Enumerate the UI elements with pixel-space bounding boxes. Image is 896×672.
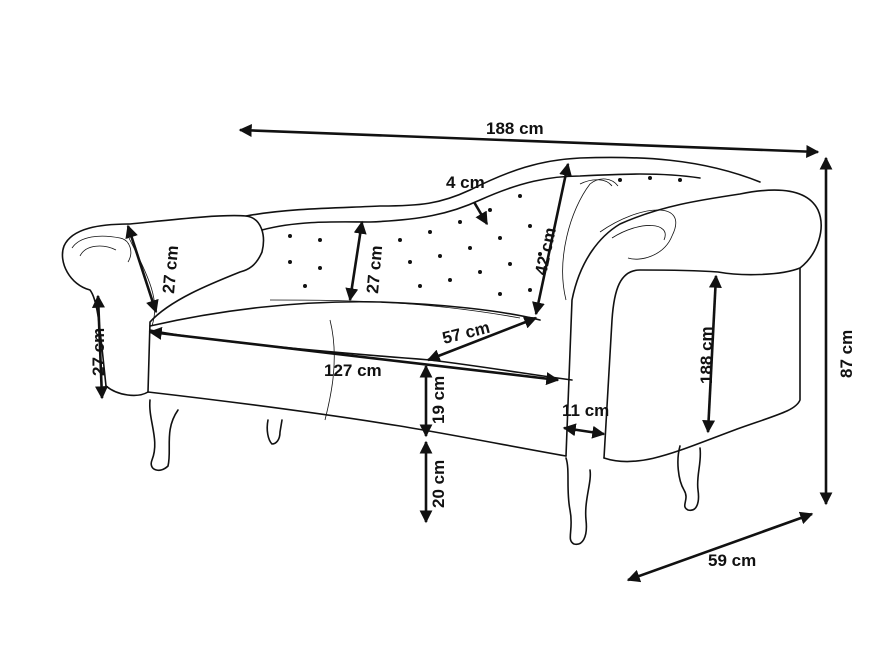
arrow-back-height-right [532, 162, 572, 316]
tufting-buttons [288, 176, 682, 296]
label-seat-thickness: 19 cm [429, 376, 448, 424]
arrow-depth [626, 511, 814, 583]
label-leg-height: 20 cm [429, 460, 448, 508]
label-total-height: 87 cm [837, 330, 856, 378]
label-arm-length-right: 188 cm [697, 326, 716, 384]
label-depth: 59 cm [708, 551, 756, 570]
label-arm-height-outer: 27 cm [89, 328, 108, 376]
arrow-back-height-left [345, 220, 367, 302]
arrow-backrest-dip [472, 201, 489, 226]
arrow-arm-width [562, 423, 606, 439]
arrow-total-width [238, 123, 820, 159]
label-seat-depth: 57 cm [440, 318, 491, 348]
arrow-arm-length-right [702, 274, 722, 434]
label-arm-height-inner: 27 cm [159, 245, 182, 295]
label-total-width: 188 cm [486, 119, 544, 138]
label-back-height-left: 27 cm [363, 245, 386, 295]
label-seat-width: 127 cm [324, 361, 382, 380]
dimension-lines [91, 123, 833, 583]
label-arm-width: 11 cm [562, 401, 609, 420]
dimension-labels: 188 cm 87 cm 59 cm 4 cm 27 cm 42 cm 27 c… [89, 119, 856, 570]
arrow-seat-width [148, 326, 560, 386]
label-backrest-dip: 4 cm [446, 173, 485, 192]
arrow-seat-depth [426, 316, 538, 362]
arrow-arm-height-inner [125, 224, 159, 314]
label-back-height-right: 42 cm [531, 226, 560, 277]
arrow-arm-height-outer [91, 294, 109, 400]
